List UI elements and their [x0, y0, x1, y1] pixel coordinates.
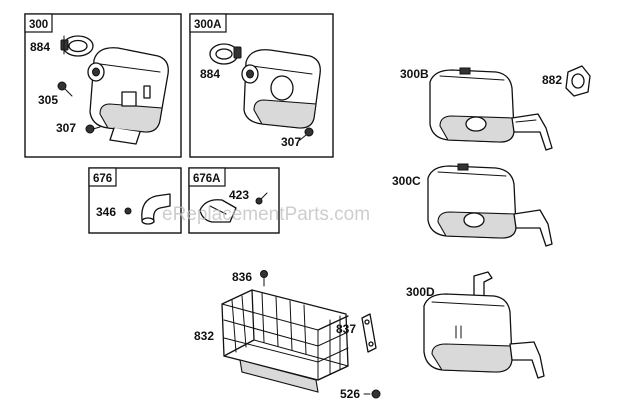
screw-423 — [255, 192, 268, 205]
group-676A-tag: 676A — [193, 173, 221, 185]
group-676-tag-box — [88, 167, 117, 187]
deflector-423 — [199, 199, 237, 223]
group-676A-frame — [188, 167, 280, 234]
screw-346 — [124, 207, 132, 215]
group-300: 300 884 305 307 — [24, 13, 182, 158]
group-300A: 300A 884 307 — [189, 13, 334, 158]
screw-836 — [260, 270, 268, 287]
clamp-part — [60, 35, 94, 57]
label-300B: 300B — [400, 67, 429, 81]
label-837: 837 — [336, 322, 356, 336]
clamp-part-a — [209, 43, 242, 65]
label-882: 882 — [542, 73, 562, 87]
screw-305 — [57, 81, 73, 97]
screw-307b — [299, 127, 314, 141]
screen-832 — [221, 289, 349, 393]
group-300A-tag-box — [189, 13, 227, 33]
label-300C: 300C — [392, 174, 421, 188]
elbow-346 — [141, 193, 171, 225]
watermark: eReplacementParts.com — [162, 204, 370, 225]
muffler-300C — [427, 163, 553, 247]
screw-526 — [363, 389, 381, 399]
muffler-300 — [87, 47, 169, 145]
group-676: 676 346 — [88, 167, 182, 234]
label-423: 423 — [229, 188, 249, 202]
group-300-tag: 300 — [29, 19, 48, 31]
group-300A-frame — [189, 13, 334, 158]
group-300-tag-box — [24, 13, 53, 33]
label-884b: 884 — [200, 67, 220, 81]
group-300A-tag: 300A — [194, 19, 222, 31]
label-307b: 307 — [281, 135, 301, 149]
group-676A-tag-box — [188, 167, 226, 187]
label-307a: 307 — [56, 121, 76, 135]
group-300-frame — [24, 13, 182, 158]
label-884a: 884 — [30, 40, 50, 54]
screw-307a — [85, 124, 101, 134]
muffler-300D — [423, 271, 545, 379]
label-832: 832 — [194, 329, 214, 343]
group-676A: 676A 423 — [188, 167, 280, 234]
label-346: 346 — [96, 205, 116, 219]
gasket-882 — [565, 65, 591, 97]
label-305: 305 — [38, 93, 58, 107]
muffler-300A — [241, 49, 321, 129]
group-676-frame — [88, 167, 182, 234]
label-300D: 300D — [406, 285, 435, 299]
strap-837 — [361, 313, 377, 353]
muffler-300B — [429, 67, 553, 151]
label-836: 836 — [232, 270, 252, 284]
label-526: 526 — [340, 387, 360, 401]
group-676-tag: 676 — [93, 173, 112, 185]
